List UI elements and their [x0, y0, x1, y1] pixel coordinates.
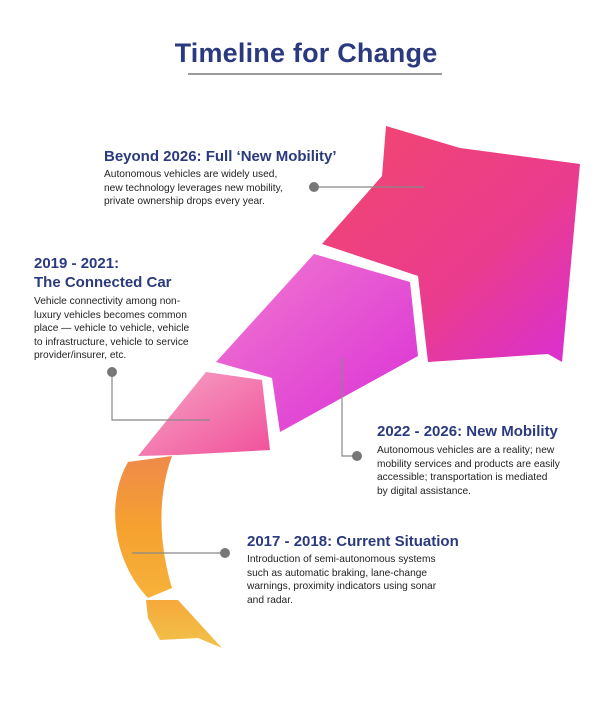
description-line: place — vehicle to vehicle, vehicle: [34, 323, 190, 334]
stage-description-beyond-2026: Autonomous vehicles are widely used, new…: [104, 168, 283, 209]
stage-description-2017-2018: Introduction of semi-autonomous systems …: [247, 553, 461, 607]
title-underline: [188, 73, 442, 75]
description-line: and radar.: [247, 594, 293, 606]
arrow-head-segment: [322, 126, 580, 362]
heading-line: 2019 - 2021:: [34, 255, 120, 272]
description-line: to infrastructure, vehicle to service: [34, 336, 189, 348]
page-title: Timeline for Change: [174, 38, 438, 68]
description-line: new technology leverages new mobility,: [104, 182, 283, 194]
connector-2022: [341, 358, 356, 457]
connector-dot-beyond-2026: [309, 182, 319, 192]
stage-description-2022-2026: Autonomous vehicles are a reality; new m…: [377, 444, 573, 498]
arrow-segment-2019: [138, 372, 270, 456]
arrow-tail-segment: [146, 600, 222, 648]
description-line: warnings, proximity indicators using son…: [247, 581, 437, 592]
description-line: mobility services and products are easil…: [377, 458, 560, 470]
description-line: Introduction of semi-autonomous systems: [247, 554, 436, 565]
description-line: such as automatic braking, lane-change: [247, 567, 428, 579]
stage-heading-2022-2026: 2022 - 2026: New Mobility: [377, 423, 558, 440]
description-line: provider/insurer, etc.: [34, 350, 127, 361]
stage-heading-beyond-2026: Beyond 2026: Full ‘New Mobility’: [104, 148, 337, 165]
heading-line: The Connected Car: [34, 274, 172, 291]
arrow-segment-2017: [115, 456, 172, 598]
arrow-segment-2022: [216, 254, 418, 432]
description-line: luxury vehicles becomes common: [34, 309, 187, 321]
stage-heading-2019-2021: 2019 - 2021: The Connected Car: [34, 254, 172, 292]
stage-description-2019-2021: Vehicle connectivity among non- luxury v…: [34, 295, 189, 363]
stage-heading-2017-2018: 2017 - 2018: Current Situation: [247, 533, 459, 550]
description-line: by digital assistance.: [377, 485, 472, 497]
connector-dot-2017: [220, 548, 230, 558]
connector-dot-2019: [107, 367, 117, 377]
description-line: accessible; transportation is mediated: [377, 472, 548, 483]
description-line: Autonomous vehicles are a reality; new: [377, 445, 555, 456]
description-line: private ownership drops every year.: [104, 196, 265, 207]
connector-2019: [111, 372, 210, 421]
description-line: Autonomous vehicles are widely used,: [104, 169, 278, 180]
description-line: Vehicle connectivity among non-: [34, 296, 181, 307]
connector-dot-2022: [352, 451, 362, 461]
